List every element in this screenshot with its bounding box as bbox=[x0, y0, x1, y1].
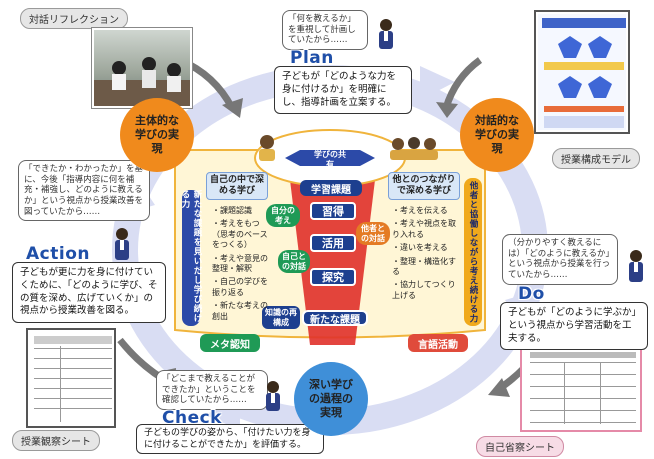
dialogue-others-tag: 他者との対話 bbox=[356, 222, 390, 246]
sheet-table-icon bbox=[530, 352, 636, 424]
language-activity-label: 言語活動 bbox=[408, 334, 468, 352]
classroom-people-icon bbox=[94, 57, 190, 106]
explore-block: 探究 bbox=[310, 268, 356, 286]
model-diagram-icon bbox=[542, 18, 626, 128]
teacher-icon bbox=[375, 18, 397, 56]
action-teacher-bubble: 「できたか・わかったか」を基に、今後「指導内容に何を補充・補強し、どのように教え… bbox=[18, 160, 150, 222]
dialogue-self-tag: 自己との対話 bbox=[278, 250, 310, 274]
plan-title: Plan bbox=[290, 48, 334, 68]
student-icon bbox=[252, 134, 282, 166]
classroom-photo bbox=[92, 28, 192, 108]
list-item: ・新たな考えの創出 bbox=[212, 301, 268, 321]
use-block: 活用 bbox=[310, 234, 356, 252]
plan-teacher-bubble: 「何を教えるか」を重視して計画していたから…… bbox=[282, 10, 368, 50]
list-item: ・違いを考える bbox=[392, 243, 448, 253]
teacher-icon bbox=[110, 226, 134, 266]
learning-task-label: 学習課題 bbox=[300, 180, 362, 196]
observation-sheet-thumbnail bbox=[28, 330, 114, 426]
dialogic-learning-circle: 対話的な学びの実現 bbox=[460, 98, 534, 172]
knowledge-restructure-tag: 知識の再構成 bbox=[262, 306, 300, 330]
check-teacher-bubble: 「どこまで教えることができたか」ということを確認していたから…… bbox=[156, 370, 268, 410]
list-item: ・考えや意見の整理・解釈 bbox=[212, 253, 268, 273]
deep-learning-circle: 深い学びの過程の実現 bbox=[294, 362, 368, 436]
others-deep-learning-label: 他とのつながりで深める学び bbox=[388, 172, 460, 200]
do-title: Do bbox=[518, 284, 545, 304]
continuous-learning-bar: 新たな課題を見いだし学び続ける力 bbox=[180, 190, 202, 326]
self-sheet-tag: 自己省察シート bbox=[476, 436, 564, 457]
do-description: 子どもが「どのように学ぶか」という視点から学習活動を工夫する。 bbox=[500, 302, 648, 351]
students-group-icon bbox=[388, 136, 440, 166]
metacognition-label: メタ認知 bbox=[200, 334, 260, 352]
list-item: ・協力してつくり上げる bbox=[392, 280, 456, 300]
self-learning-list: ・課題認識 ・考えをもつ（思考のベースをつくる） ・考えや意見の整理・解釈 ・自… bbox=[212, 206, 274, 325]
collaborative-thinking-bar: 他者と協働しながら考え続ける力 bbox=[464, 178, 482, 326]
teacher-icon bbox=[262, 380, 284, 416]
list-item: ・整理・構造化する bbox=[392, 256, 456, 276]
self-sheet-thumbnail bbox=[522, 344, 640, 430]
others-learning-list: ・考えを伝える ・考えや視点を取り入れる ・違いを考える ・整理・構造化する ・… bbox=[392, 206, 460, 304]
list-item: ・考えをもつ（思考のベースをつくる） bbox=[212, 219, 268, 250]
check-title: Check bbox=[162, 408, 222, 428]
plan-description: 子どもが「どのような力を身に付けるか」を明確にし、指導計画を立案する。 bbox=[274, 66, 412, 115]
action-title: Action bbox=[26, 244, 90, 264]
list-item: ・考えや視点を取り入れる bbox=[392, 219, 456, 239]
own-idea-tag: 自分の考え bbox=[266, 204, 300, 228]
do-teacher-bubble: （分かりやすく教えるには）「どのように教えるか」という視点から授業を行っていたか… bbox=[502, 234, 618, 285]
list-item: ・考えを伝える bbox=[392, 206, 448, 215]
acquire-block: 習得 bbox=[310, 202, 356, 220]
observation-sheet-tag: 授業観察シート bbox=[12, 430, 100, 451]
list-item: ・課題認識 bbox=[212, 206, 252, 215]
lesson-model-thumbnail bbox=[536, 12, 628, 132]
teacher-icon bbox=[624, 248, 648, 288]
sheet-lines-icon bbox=[34, 336, 112, 422]
shared-learning-label: 学びの共有 bbox=[314, 150, 346, 169]
action-description: 子どもが更に力を身に付けていくために、「どのように学び、その質を深め、広げていく… bbox=[12, 262, 166, 324]
reflection-tag: 対話リフレクション bbox=[20, 8, 128, 29]
self-deep-learning-label: 自己の中で深める学び bbox=[206, 172, 268, 200]
new-task-label: 新たな課題 bbox=[302, 310, 368, 326]
check-description: 子どもの学びの姿から、「付けたい力を身に付けることができたか」を評価する。 bbox=[136, 424, 324, 455]
lesson-model-tag: 授業構成モデル bbox=[552, 148, 640, 169]
proactive-learning-circle: 主体的な学びの実現 bbox=[120, 98, 194, 172]
list-item: ・自己の学びを振り返る bbox=[212, 277, 268, 297]
